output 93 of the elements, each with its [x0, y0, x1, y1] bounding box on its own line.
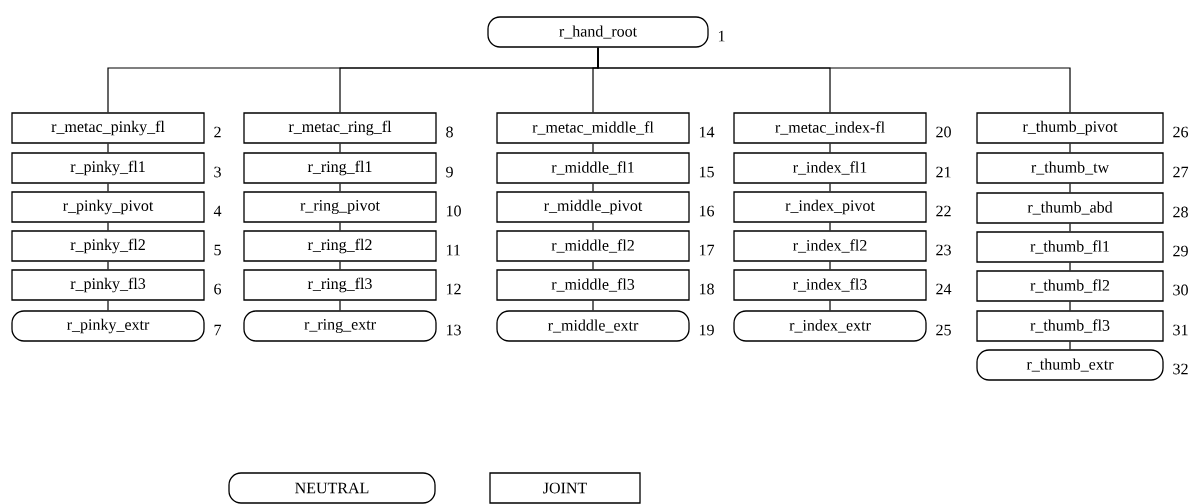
- node-number: 26: [1173, 126, 1189, 138]
- joint-box: r_index_pivot: [733, 191, 927, 223]
- joint-box: r_index_fl2: [733, 230, 927, 262]
- terminal-box: r_pinky_extr: [11, 310, 205, 342]
- connector-line: [829, 222, 831, 231]
- joint-box: r_thumb_pivot: [976, 112, 1164, 144]
- node-number: 16: [699, 205, 715, 217]
- connector-line: [597, 47, 1071, 113]
- connector-line: [107, 261, 109, 270]
- connector-line: [829, 261, 831, 270]
- joint-box: r_pinky_pivot: [11, 191, 205, 223]
- terminal-box: r_middle_extr: [496, 310, 690, 342]
- node-number: 2: [214, 126, 221, 138]
- joint-box: r_thumb_fl2: [976, 270, 1164, 302]
- node-number: 20: [936, 126, 951, 138]
- node-number: 14: [699, 126, 715, 138]
- terminal-box: r_hand_root: [487, 16, 709, 48]
- joint-box: r_pinky_fl1: [11, 152, 205, 184]
- joint-box: r_index_fl1: [733, 152, 927, 184]
- joint-box: r_metac_index-fl: [733, 112, 927, 144]
- connector-line: [1069, 341, 1071, 350]
- terminal-box: r_thumb_extr: [976, 349, 1164, 381]
- node-number: 23: [936, 244, 951, 256]
- connector-line: [1069, 143, 1071, 153]
- joint-box: r_middle_fl2: [496, 230, 690, 262]
- connector-line: [829, 143, 831, 153]
- node-number: 27: [1173, 166, 1189, 178]
- joint-box: r_ring_fl1: [243, 152, 437, 184]
- joint-box: r_metac_ring_fl: [243, 112, 437, 144]
- joint-box: JOINT: [489, 472, 641, 504]
- joint-box: r_pinky_fl2: [11, 230, 205, 262]
- connector-line: [107, 143, 109, 153]
- connector-line: [339, 222, 341, 231]
- joint-box: r_ring_fl3: [243, 269, 437, 301]
- joint-box: r_pinky_fl3: [11, 269, 205, 301]
- connector-line: [339, 143, 341, 153]
- node-number: 4: [213, 205, 222, 217]
- connector-line: [829, 183, 831, 192]
- node-number: 10: [446, 205, 461, 217]
- joint-box: r_thumb_abd: [976, 192, 1164, 224]
- terminal-box: NEUTRAL: [228, 472, 436, 504]
- connector-line: [592, 183, 594, 192]
- connector-line: [107, 222, 109, 231]
- node-number: 30: [1173, 284, 1188, 296]
- node-number: 12: [446, 283, 461, 295]
- node-number: 1: [718, 30, 725, 42]
- joint-box: r_metac_pinky_fl: [11, 112, 205, 144]
- connector-line: [592, 300, 594, 311]
- joint-box: r_ring_fl2: [243, 230, 437, 262]
- connector-line: [1069, 301, 1071, 311]
- node-number: 28: [1173, 206, 1188, 218]
- joint-box: r_index_fl3: [733, 269, 927, 301]
- connector-line: [339, 261, 341, 270]
- node-number: 32: [1173, 363, 1188, 375]
- connector-line: [1069, 262, 1071, 271]
- connector-line: [1069, 183, 1071, 193]
- connector-line: [339, 300, 341, 311]
- connector-line: [1069, 223, 1071, 232]
- node-number: 17: [699, 244, 715, 256]
- node-number: 24: [936, 283, 952, 295]
- node-number: 13: [446, 324, 461, 336]
- node-number: 25: [936, 324, 951, 336]
- node-number: 6: [214, 283, 222, 295]
- node-number: 8: [446, 126, 453, 138]
- joint-box: r_thumb_fl1: [976, 231, 1164, 263]
- connector-line: [107, 183, 109, 192]
- joint-box: r_thumb_tw: [976, 152, 1164, 184]
- node-number: 22: [936, 205, 951, 217]
- joint-box: r_ring_pivot: [243, 191, 437, 223]
- node-number: 3: [214, 166, 221, 178]
- node-number: 15: [699, 166, 714, 178]
- joint-box: r_middle_fl3: [496, 269, 690, 301]
- joint-box: r_thumb_fl3: [976, 310, 1164, 342]
- node-number: 7: [214, 324, 222, 336]
- node-number: 11: [446, 244, 460, 256]
- joint-box: r_middle_pivot: [496, 191, 690, 223]
- joint-box: r_metac_middle_fl: [496, 112, 690, 144]
- connector-line: [592, 261, 594, 270]
- node-number: 5: [214, 244, 221, 256]
- node-number: 9: [446, 166, 453, 178]
- node-number: 21: [936, 166, 951, 178]
- connector-line: [339, 183, 341, 192]
- connector-line: [592, 143, 594, 153]
- connector-line: [107, 300, 109, 311]
- node-number: 31: [1173, 324, 1188, 336]
- connector-line: [592, 222, 594, 231]
- connector-line: [829, 300, 831, 311]
- node-number: 29: [1173, 245, 1188, 257]
- joint-box: r_middle_fl1: [496, 152, 690, 184]
- node-number: 19: [699, 324, 714, 336]
- terminal-box: r_index_extr: [733, 310, 927, 342]
- terminal-box: r_ring_extr: [243, 310, 437, 342]
- node-number: 18: [699, 283, 714, 295]
